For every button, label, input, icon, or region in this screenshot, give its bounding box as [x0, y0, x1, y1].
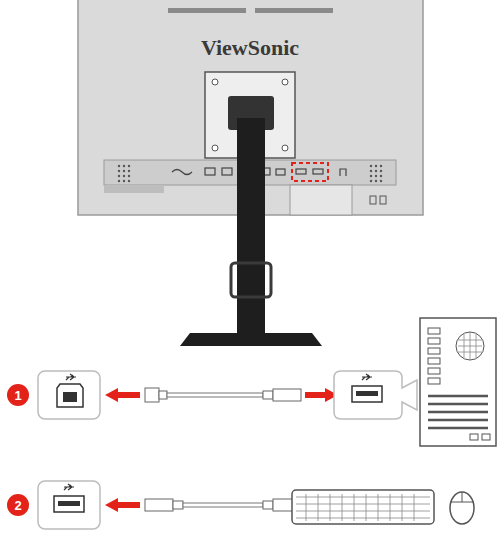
stand [180, 96, 322, 346]
row-two [38, 481, 474, 529]
callout-circle [7, 384, 29, 406]
pc-tower [420, 318, 496, 446]
callout-number: 2 [14, 499, 21, 512]
callout-number: 1 [14, 389, 21, 402]
brand-logo: ViewSonic [201, 37, 299, 59]
callout-circle [7, 494, 29, 516]
row-one [38, 371, 417, 419]
